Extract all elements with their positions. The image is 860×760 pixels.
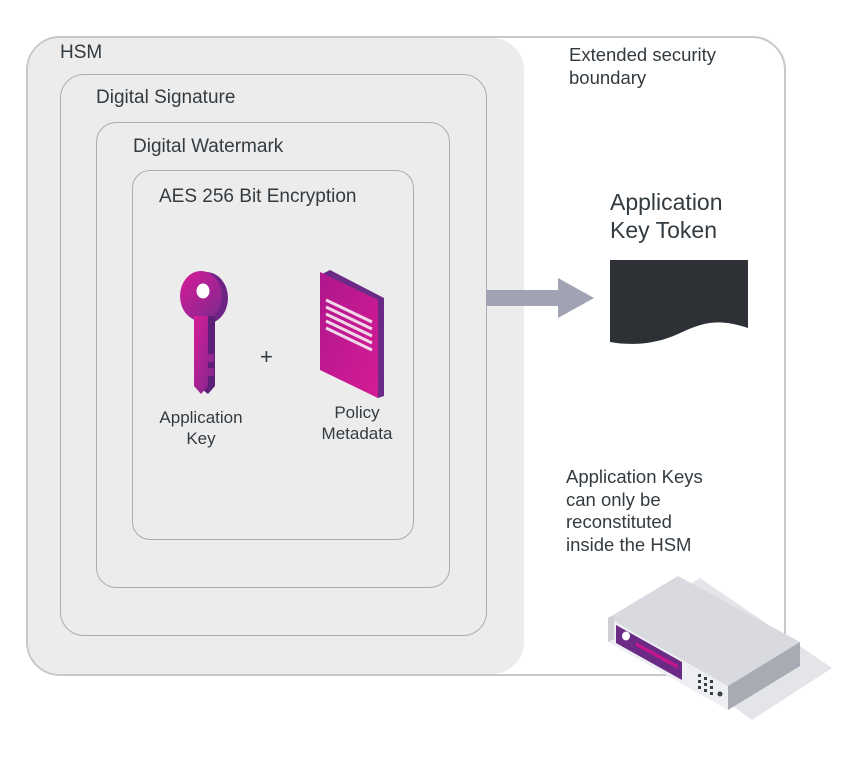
policy-document-icon — [320, 270, 384, 398]
note-line3: reconstituted — [566, 511, 672, 532]
digital-signature-label: Digital Signature — [96, 87, 236, 108]
plus-sign: + — [260, 344, 273, 369]
arrow-right-icon — [486, 278, 594, 318]
token-label-line1: Application — [610, 189, 723, 215]
token-label-line2: Key Token — [610, 217, 717, 243]
policy-metadata-label-line2: Metadata — [321, 424, 393, 443]
extended-boundary-label-line1: Extended security — [569, 44, 717, 65]
extended-boundary-label: Extended security boundary — [569, 44, 716, 89]
application-key-label: Application Key — [147, 407, 255, 449]
hsm-appliance-icon — [608, 576, 832, 720]
extended-boundary-label-line2: boundary — [569, 66, 647, 88]
hsm-label: HSM — [60, 42, 103, 63]
application-key-label-line1: Application — [159, 408, 243, 427]
application-key-label-line2: Key — [186, 429, 216, 448]
note-line2: can only be — [566, 488, 661, 510]
note-line1: Application Keys — [566, 466, 703, 487]
policy-metadata-label: Policy Metadata — [308, 402, 406, 444]
aes-encryption-label: AES 256 Bit Encryption — [159, 186, 357, 207]
digital-signature-box — [60, 74, 487, 636]
note-line4: inside the HSM — [566, 533, 692, 555]
token-icon — [610, 260, 748, 344]
aes-encryption-box — [132, 170, 414, 540]
reconstitution-note: Application Keys can only be reconstitut… — [566, 466, 703, 556]
application-key-token-label: Application Key Token — [610, 188, 723, 244]
digital-watermark-label: Digital Watermark — [133, 136, 284, 157]
digital-watermark-box — [96, 122, 450, 588]
key-icon — [180, 271, 228, 394]
policy-metadata-label-line1: Policy — [334, 403, 380, 422]
